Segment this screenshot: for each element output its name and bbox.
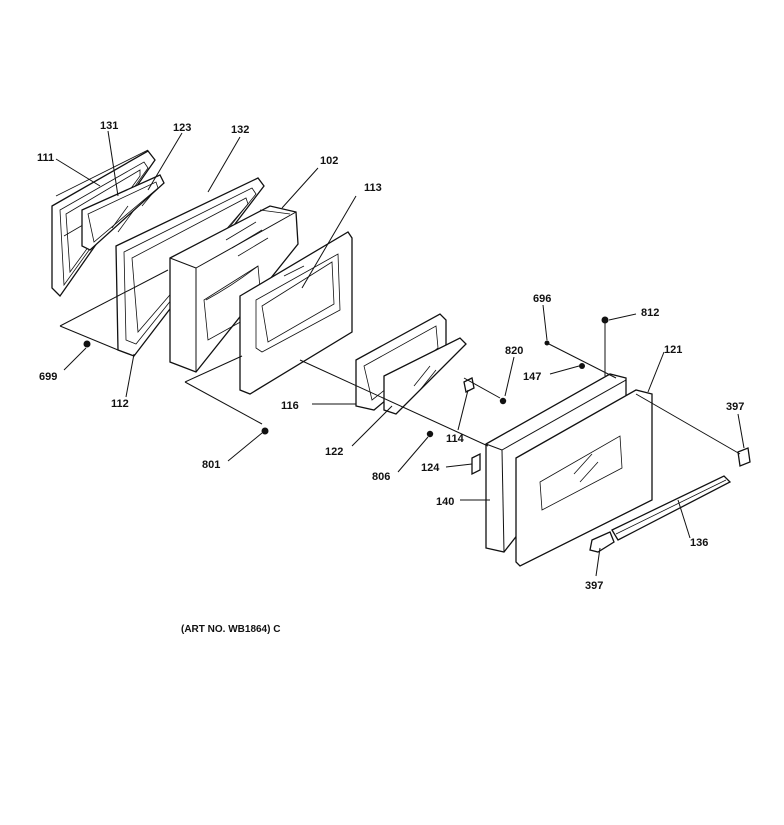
- part-124-plate: [471, 452, 481, 476]
- callout-699: 699: [39, 371, 57, 383]
- leader-lines: [55, 130, 745, 577]
- screw-806: [426, 430, 434, 438]
- callout-111: 111: [37, 152, 54, 164]
- part-147: [579, 363, 585, 369]
- callout-121: 121: [664, 344, 682, 356]
- callout-116: 116: [281, 400, 299, 412]
- callout-labels: 111 131 123 132 102 113 699 112 116 801 …: [37, 120, 744, 592]
- callout-136: 136: [690, 537, 708, 549]
- callout-112: 112: [111, 398, 129, 410]
- callout-114: 114: [446, 433, 465, 445]
- screw-820: [499, 397, 507, 405]
- callout-122: 122: [325, 446, 343, 458]
- callout-801: 801: [202, 459, 220, 471]
- callout-102: 102: [320, 155, 338, 167]
- callout-397-lower: 397: [585, 580, 603, 592]
- screw-699: [83, 340, 91, 348]
- callout-397-upper: 397: [726, 401, 744, 413]
- callout-812: 812: [641, 307, 659, 319]
- part-136-handle: [611, 475, 732, 541]
- part-121-outer-glass-panel: [515, 389, 653, 567]
- callout-132: 132: [231, 124, 249, 136]
- part-122-window-glass: [383, 337, 467, 415]
- part-114-clip: [463, 377, 475, 393]
- part-397-end-cap-lower: [589, 531, 615, 553]
- part-131-inner-glass: [81, 174, 165, 251]
- screw-801: [261, 427, 269, 435]
- fasteners: [83, 316, 609, 438]
- callout-140: 140: [436, 496, 454, 508]
- callout-123: 123: [173, 122, 191, 134]
- callout-124: 124: [421, 462, 440, 474]
- callout-696: 696: [533, 293, 551, 305]
- callout-113: 113: [364, 182, 382, 194]
- callout-147: 147: [523, 371, 541, 383]
- assembly-lines: [59, 269, 741, 455]
- part-397-end-cap-upper: [737, 447, 751, 467]
- callout-820: 820: [505, 345, 523, 357]
- art-number-caption: (ART NO. WB1864) C: [181, 624, 280, 635]
- callout-131: 131: [100, 120, 118, 132]
- callout-806: 806: [372, 471, 390, 483]
